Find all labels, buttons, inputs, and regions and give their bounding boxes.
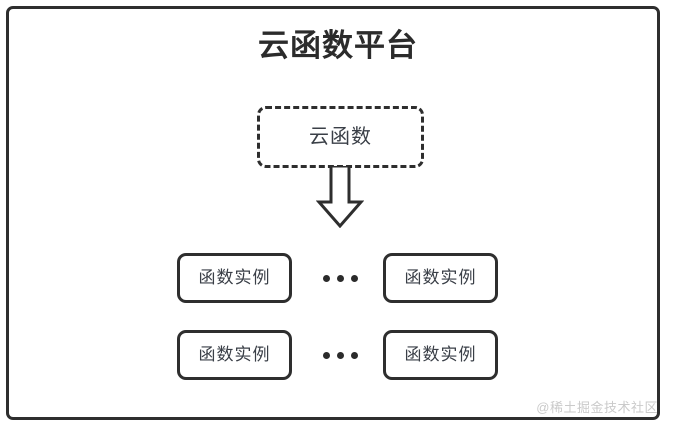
- ellipsis-dot: [322, 274, 330, 282]
- function-instance-label: 函数实例: [404, 345, 477, 364]
- ellipsis-dot: [336, 351, 344, 359]
- down-arrow-icon: [315, 164, 365, 229]
- function-instance-box: 函数实例: [383, 330, 498, 380]
- ellipsis-dot: [336, 274, 344, 282]
- function-instance-box: 函数实例: [177, 330, 292, 380]
- ellipsis-dot: [350, 274, 358, 282]
- ellipsis-dot: [322, 351, 330, 359]
- instance-row: 函数实例 函数实例: [0, 330, 676, 380]
- page-title: 云函数平台: [258, 28, 418, 63]
- function-instance-label: 函数实例: [198, 268, 271, 287]
- cloud-function-node: 云函数: [257, 106, 424, 168]
- function-instance-label: 函数实例: [198, 345, 271, 364]
- instance-row: 函数实例 函数实例: [0, 253, 676, 303]
- ellipsis-icon: [313, 253, 367, 303]
- cloud-function-label: 云函数: [309, 126, 372, 148]
- function-instance-label: 函数实例: [404, 268, 477, 287]
- function-instance-box: 函数实例: [383, 253, 498, 303]
- watermark: @稀土掘金技术社区: [536, 400, 658, 415]
- function-instance-box: 函数实例: [177, 253, 292, 303]
- ellipsis-dot: [350, 351, 358, 359]
- ellipsis-icon: [313, 330, 367, 380]
